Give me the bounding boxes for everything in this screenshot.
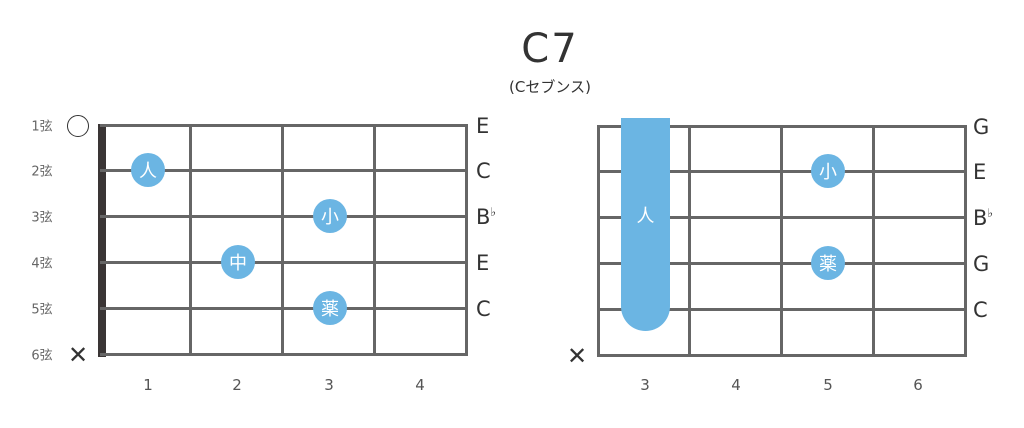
finger-dot-index: 人 xyxy=(131,153,165,187)
note-name: C xyxy=(476,159,491,183)
finger-dot-pinky: 小 xyxy=(313,199,347,233)
note-letter: B xyxy=(476,205,491,229)
open-string-icon xyxy=(67,115,89,137)
fret-number: 4 xyxy=(731,376,741,394)
fret-line xyxy=(281,124,284,356)
string-label: 3弦 xyxy=(31,210,53,226)
note-name: G xyxy=(973,115,990,139)
nut xyxy=(98,124,106,357)
note-name: E xyxy=(973,160,987,184)
note-name: C xyxy=(476,297,491,321)
fret-number: 6 xyxy=(913,376,923,394)
mute-icon: ✕ xyxy=(566,342,588,370)
string-label: 2弦 xyxy=(31,164,53,180)
fret-line xyxy=(373,124,376,356)
fret-line xyxy=(872,125,875,357)
note-name: E xyxy=(476,114,490,138)
string-line xyxy=(100,169,468,172)
fret-number: 4 xyxy=(415,376,425,394)
note-name: B♭ xyxy=(476,205,496,229)
barre-label: 人 xyxy=(636,206,655,227)
finger-dot-ring: 薬 xyxy=(811,246,845,280)
fret-line xyxy=(465,124,468,356)
fret-line xyxy=(688,125,691,357)
string-label: 1弦 xyxy=(31,119,53,135)
fret-line xyxy=(189,124,192,356)
string-label: 6弦 xyxy=(31,348,53,364)
fret-number: 5 xyxy=(823,376,833,394)
note-name: B♭ xyxy=(973,206,993,230)
note-name: C xyxy=(973,298,988,322)
fret-number: 3 xyxy=(324,376,334,394)
flat-sign: ♭ xyxy=(987,206,994,220)
finger-dot-middle: 中 xyxy=(221,245,255,279)
flat-sign: ♭ xyxy=(490,205,497,219)
string-label: 5弦 xyxy=(31,302,53,318)
string-line xyxy=(100,215,468,218)
fret-number: 1 xyxy=(143,376,153,394)
finger-dot-ring: 薬 xyxy=(313,291,347,325)
string-line xyxy=(100,124,468,127)
note-name: E xyxy=(476,251,490,275)
note-name: G xyxy=(973,252,990,276)
chord-subtitle: (Cセブンス) xyxy=(509,78,591,96)
fret-number: 2 xyxy=(232,376,242,394)
string-label: 4弦 xyxy=(31,256,53,272)
barre-index: 人 xyxy=(621,118,670,331)
mute-icon: ✕ xyxy=(67,341,89,369)
fret-line xyxy=(780,125,783,357)
string-line xyxy=(100,353,468,356)
fret-number: 3 xyxy=(640,376,650,394)
chord-title: C7 xyxy=(521,26,579,72)
fret-line xyxy=(964,125,967,357)
fret-line xyxy=(597,125,600,357)
string-line xyxy=(100,307,468,310)
note-letter: B xyxy=(973,206,988,230)
finger-dot-pinky: 小 xyxy=(811,154,845,188)
string-line xyxy=(100,261,468,264)
